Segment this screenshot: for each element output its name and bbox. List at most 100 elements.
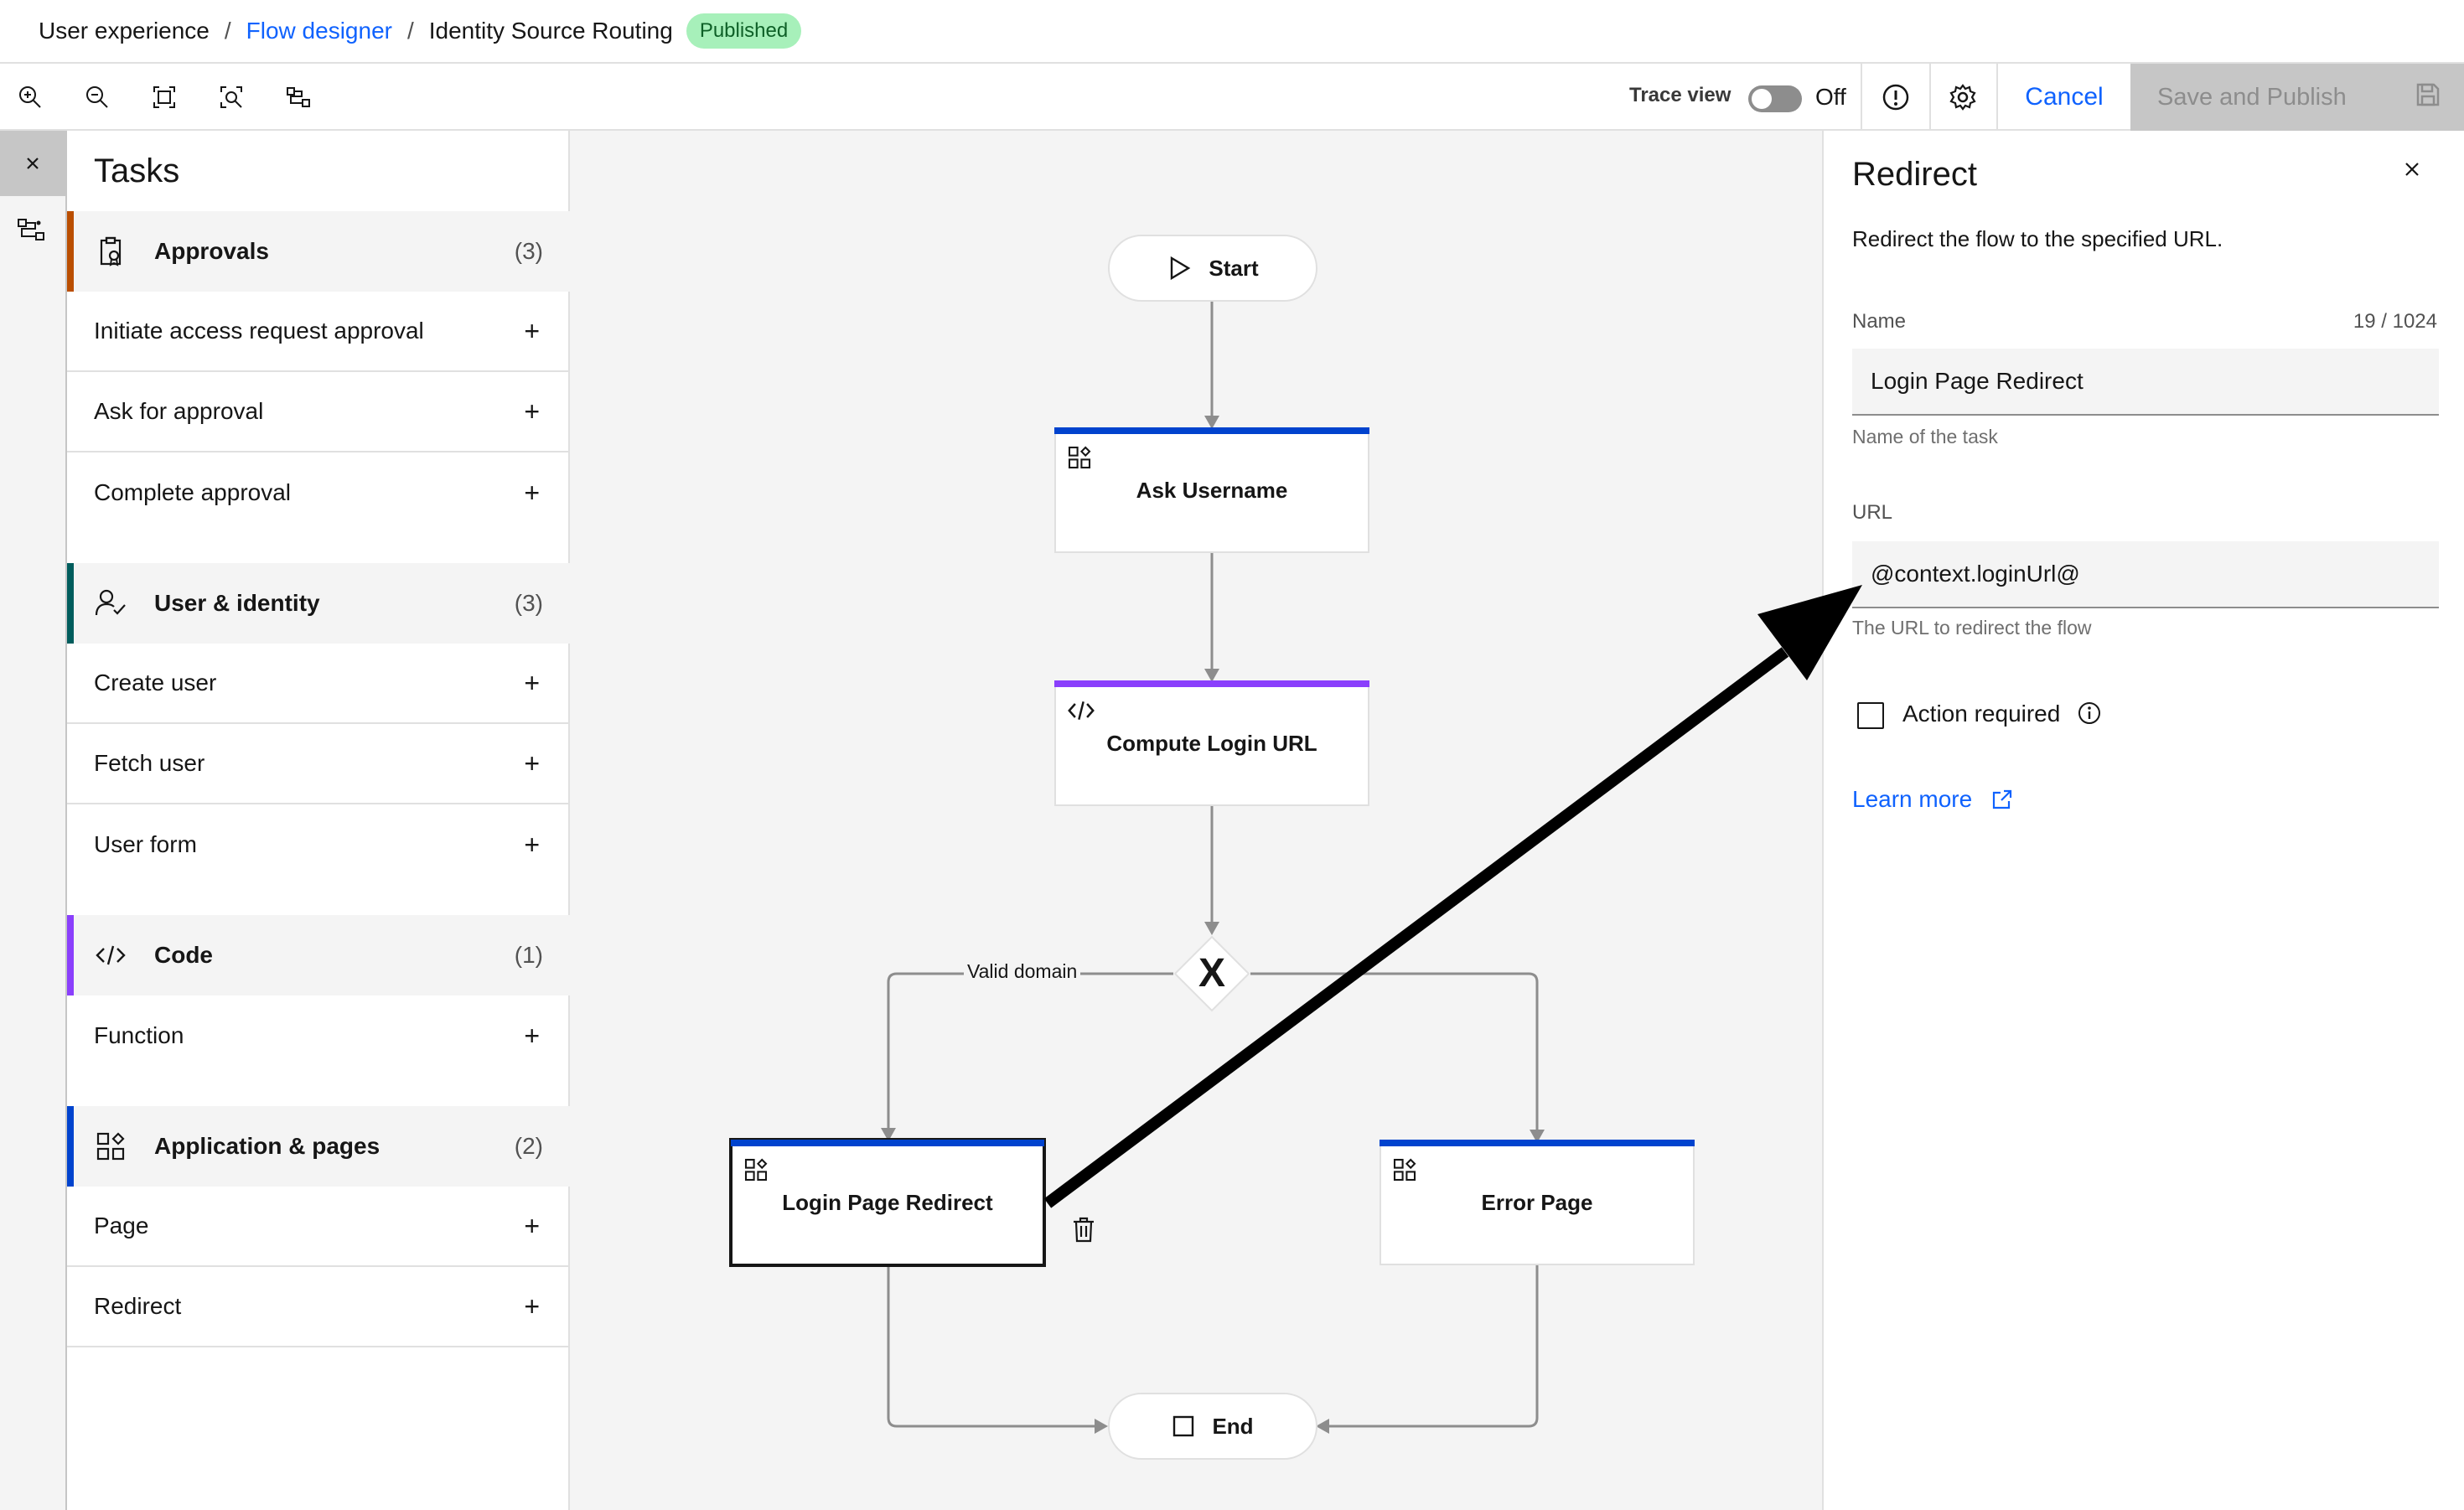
edge-error-page-end — [1326, 1265, 1539, 1428]
play-icon — [1171, 256, 1191, 281]
task-item-function[interactable]: Function + — [67, 995, 570, 1076]
start-node-label: Start — [1209, 255, 1259, 281]
task-item-label: Function — [94, 1022, 184, 1048]
edge-label-valid-domain: Valid domain — [964, 960, 1081, 983]
task-item-fetch-user[interactable]: Fetch user+ — [67, 724, 570, 804]
task-item-complete-approval[interactable]: Complete approval + — [67, 452, 570, 533]
task-item-label: Redirect — [94, 1293, 182, 1319]
task-item-ask-for-approval[interactable]: Ask for approval + — [67, 372, 570, 452]
node-compute-login-url[interactable]: Compute Login URL — [1054, 680, 1369, 806]
add-icon[interactable]: + — [524, 667, 540, 698]
warnings-button[interactable] — [1879, 80, 1913, 114]
learn-more-link[interactable]: Learn more — [1852, 786, 2014, 813]
stop-square-icon — [1173, 1415, 1194, 1437]
add-icon[interactable]: + — [524, 1020, 540, 1051]
add-icon[interactable]: + — [524, 315, 540, 346]
task-item-page[interactable]: Page + — [67, 1187, 570, 1267]
tasks-panel: Tasks Approvals (3) Initiate access requ… — [67, 131, 570, 1510]
end-node-label: End — [1212, 1413, 1254, 1439]
category-approvals[interactable]: Approvals (3) — [67, 211, 570, 292]
node-label: Error Page — [1481, 1189, 1593, 1215]
trace-view-label: Trace view — [1629, 84, 1732, 106]
fit-to-screen-button[interactable] — [148, 80, 181, 114]
category-user-identity[interactable]: User & identity (3) — [67, 563, 570, 644]
url-field-label: URL — [1852, 501, 1893, 524]
trace-view-toggle[interactable] — [1748, 85, 1802, 112]
task-item-label: User form — [94, 831, 197, 857]
task-item-label: Page — [94, 1213, 149, 1239]
trace-view-state: Off — [1815, 84, 1846, 110]
page-node-icon — [744, 1158, 768, 1182]
approval-clipboard-icon — [100, 236, 122, 266]
code-icon — [96, 945, 126, 965]
zoom-out-button[interactable] — [80, 80, 114, 114]
gateway-symbol: X — [1198, 951, 1225, 995]
breadcrumb-current: Identity Source Routing — [428, 18, 673, 44]
arrowhead — [881, 1128, 896, 1141]
node-label: Login Page Redirect — [782, 1189, 993, 1215]
task-item-user-form[interactable]: User form + — [67, 804, 570, 885]
auto-layout-icon — [287, 87, 310, 107]
arrowhead — [1095, 1419, 1108, 1434]
task-item-initiate-access-request-approval[interactable]: Initiate access request approval+ — [67, 292, 570, 372]
zoom-to-selection-icon — [220, 86, 242, 108]
node-label: Ask Username — [1136, 477, 1288, 503]
exclusive-gateway[interactable]: X — [1173, 935, 1250, 1012]
breadcrumb-separator: / — [224, 18, 231, 44]
save-and-publish-button[interactable]: Save and Publish — [2130, 64, 2464, 131]
node-login-page-redirect[interactable]: Login Page Redirect — [729, 1138, 1046, 1267]
action-required-checkbox[interactable] — [1857, 702, 1884, 729]
add-icon[interactable]: + — [524, 829, 540, 860]
category-code[interactable]: Code (1) — [67, 915, 570, 995]
warning-circle-icon — [1882, 84, 1909, 111]
fit-to-screen-icon — [153, 86, 175, 108]
zoom-to-selection-button[interactable] — [215, 80, 248, 114]
page-node-icon — [1068, 446, 1091, 469]
category-count: (1) — [514, 942, 543, 968]
cancel-button[interactable]: Cancel — [2025, 83, 2104, 111]
url-input[interactable] — [1852, 541, 2439, 608]
category-color-bar — [67, 563, 74, 644]
node-error-page[interactable]: Error Page — [1380, 1140, 1695, 1265]
node-ask-username[interactable]: Ask Username — [1054, 427, 1369, 553]
add-icon[interactable]: + — [524, 396, 540, 427]
edge-login-redirect-end — [887, 1265, 1098, 1428]
close-properties-button[interactable] — [2402, 159, 2422, 179]
status-badge: Published — [686, 13, 802, 49]
add-icon[interactable]: + — [524, 1290, 540, 1321]
task-item-create-user[interactable]: Create user+ — [67, 644, 570, 724]
breadcrumb-root[interactable]: User experience — [39, 18, 210, 44]
learn-more-label: Learn more — [1852, 786, 1973, 812]
tasks-title: Tasks — [94, 153, 180, 189]
task-item-label: Ask for approval — [94, 398, 264, 424]
end-node[interactable]: End — [1108, 1393, 1317, 1460]
close-tasks-panel-button[interactable] — [0, 131, 65, 196]
arrowhead — [1204, 922, 1219, 935]
tasks-list: Approvals (3) Initiate access request ap… — [67, 211, 570, 1347]
category-label: Approvals — [154, 238, 269, 264]
category-application-pages[interactable]: Application & pages (2) — [67, 1106, 570, 1187]
info-icon[interactable] — [2077, 701, 2102, 726]
auto-layout-button[interactable] — [282, 80, 315, 114]
category-color-bar — [67, 1106, 74, 1187]
toggle-knob — [1752, 89, 1772, 109]
task-item-redirect[interactable]: Redirect + — [67, 1267, 570, 1347]
zoom-in-button[interactable] — [13, 80, 47, 114]
add-icon[interactable]: + — [524, 747, 540, 778]
settings-button[interactable] — [1946, 80, 1980, 114]
name-input[interactable] — [1852, 349, 2439, 416]
add-icon[interactable]: + — [524, 1210, 540, 1241]
flow-structure-button[interactable] — [15, 215, 47, 246]
category-label: Code — [154, 942, 213, 968]
left-rail — [0, 131, 67, 1510]
code-icon — [1068, 701, 1095, 720]
delete-node-button[interactable] — [1069, 1215, 1098, 1244]
category-count: (3) — [514, 238, 543, 264]
add-icon[interactable]: + — [524, 477, 540, 508]
start-node[interactable]: Start — [1108, 235, 1317, 302]
task-item-label: Complete approval — [94, 479, 292, 505]
user-identity-icon — [95, 589, 126, 616]
breadcrumb: User experience / Flow designer / Identi… — [0, 0, 2464, 64]
properties-title: Redirect — [1852, 156, 1977, 193]
breadcrumb-link-flow-designer[interactable]: Flow designer — [246, 18, 392, 44]
